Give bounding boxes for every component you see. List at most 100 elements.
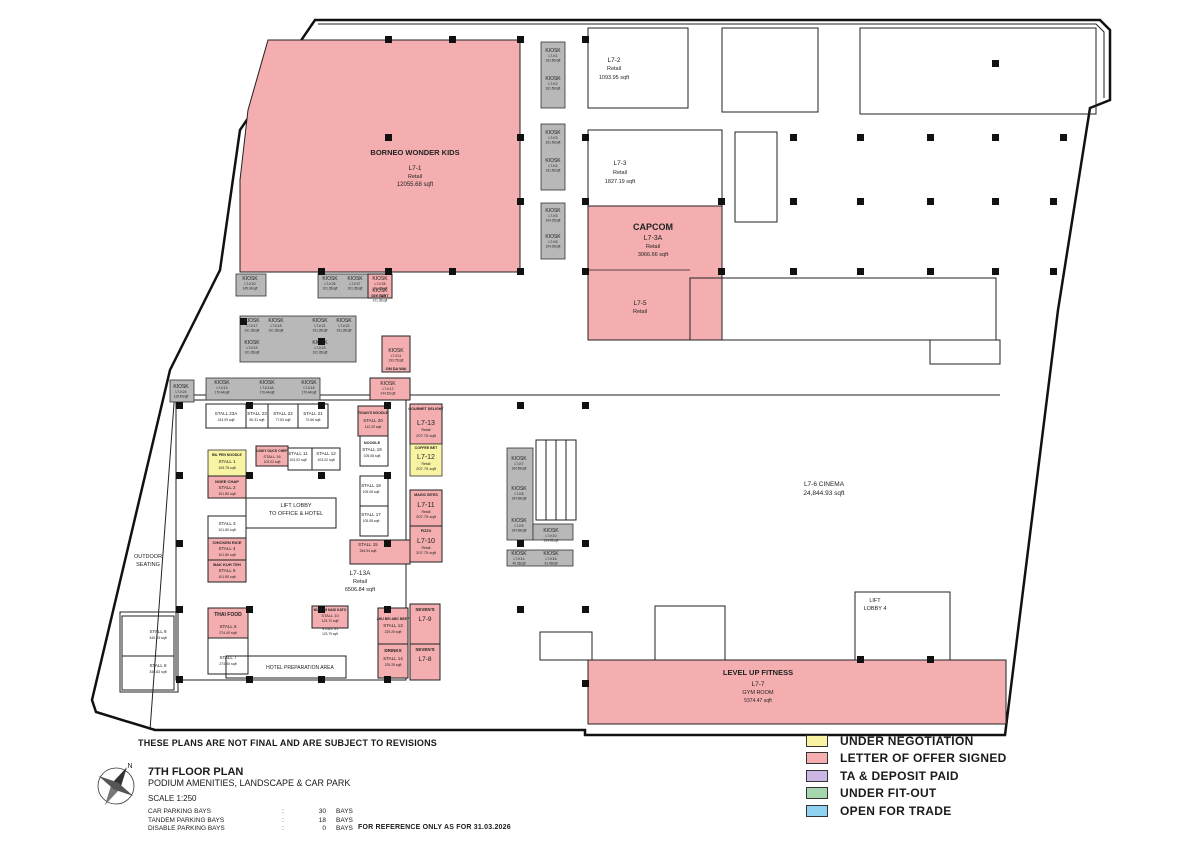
svg-text:ZHU BEI ABC BEEF: ZHU BEI ABC BEEF — [377, 617, 411, 621]
kiosk-word: KIOSK — [545, 130, 561, 136]
stall-15[interactable] — [349, 539, 411, 565]
svg-text:STALL 17: STALL 17 — [361, 512, 381, 517]
area-labels: OUTDOOR SEATING LIFT LOBBY TO OFFICE & H… — [134, 503, 886, 671]
north-arrow-icon: N — [97, 763, 135, 806]
kiosk-grid-left — [169, 273, 393, 403]
svg-text:CHICKEN RICE: CHICKEN RICE — [213, 540, 242, 545]
svg-text:STALL 2: STALL 2 — [218, 485, 236, 490]
kiosk-word: KIOSK — [259, 380, 275, 386]
kiosk-l7-k12[interactable] — [369, 377, 411, 401]
kiosk-area: 161.50sqft — [546, 87, 561, 91]
kiosk-area: 101.35sqft — [373, 287, 388, 291]
kiosk-area: 170.44sqft — [260, 391, 275, 395]
unit-l7-10[interactable] — [409, 525, 443, 563]
stall-20[interactable] — [357, 405, 389, 437]
svg-text:STALL 12: STALL 12 — [316, 451, 336, 456]
svg-text:STALL 5: STALL 5 — [218, 568, 236, 573]
kiosk-word: KIOSK — [244, 318, 260, 324]
title-block: 7TH FLOOR PLAN PODIUM AMENITIES, LANDSCA… — [148, 766, 350, 803]
kiosk-word: KIOSK — [545, 76, 561, 82]
unit-l7-9[interactable] — [409, 603, 441, 645]
unit-l7-13[interactable] — [409, 403, 443, 445]
svg-text:274.40 sqft: 274.40 sqft — [219, 662, 236, 666]
svg-text:STALL 21: STALL 21 — [303, 411, 323, 416]
svg-text:3066.66 sqft: 3066.66 sqft — [638, 252, 669, 258]
stall-14[interactable] — [377, 643, 409, 679]
svg-text:1827.19 sqft: 1827.19 sqft — [605, 179, 636, 185]
svg-text:Retail: Retail — [422, 546, 431, 550]
unit-l7-12[interactable] — [409, 443, 443, 477]
svg-text:Retail: Retail — [422, 462, 431, 466]
kiosk-code: L7-K28 — [375, 282, 386, 286]
stall-1[interactable] — [207, 449, 247, 477]
kiosk-word: KIOSK — [336, 318, 352, 324]
svg-text:STALL 8: STALL 8 — [149, 663, 167, 668]
kiosk-l7-k11[interactable] — [381, 335, 411, 373]
kiosk-area: 170.44sqft — [215, 391, 230, 395]
svg-text:229.25 sqft: 229.25 sqft — [385, 663, 402, 667]
kiosk-code: L7-K17 — [247, 324, 258, 328]
svg-text:BORNEO WONDER KIDS: BORNEO WONDER KIDS — [370, 148, 459, 157]
svg-text:STALL 11: STALL 11 — [288, 451, 308, 456]
kiosk-code: L7-K4 — [548, 164, 557, 168]
stall-5[interactable] — [207, 559, 247, 583]
svg-text:STALL 16: STALL 16 — [263, 454, 281, 459]
svg-text:80.31 sqft: 80.31 sqft — [250, 418, 265, 422]
svg-text:STALL 3: STALL 3 — [218, 521, 236, 526]
building-outline — [90, 18, 1112, 737]
page-subtitle: PODIUM AMENITIES, LANDSCAPE & CAR PARK — [148, 778, 351, 788]
svg-text:105.78 sqft: 105.78 sqft — [218, 466, 235, 470]
svg-text:L7-5: L7-5 — [633, 300, 646, 307]
stall-2[interactable] — [207, 475, 247, 499]
kiosk-code: L7-K1 — [548, 54, 557, 58]
kiosk-word: KIOSK — [372, 288, 388, 294]
kiosk-grid-center — [506, 447, 574, 567]
unit-l7-8[interactable] — [409, 643, 441, 681]
svg-text:105.08 sqft: 105.08 sqft — [364, 454, 381, 458]
kiosk-code: L7-K7 — [514, 462, 523, 466]
label-food-units: GOURMET DELIGHT L7-13 Retail 207.75 sqft… — [408, 407, 444, 663]
kiosk-code: L7-K2 — [548, 82, 557, 86]
svg-text:264.94 sqft: 264.94 sqft — [360, 549, 377, 553]
unit-l7-7[interactable] — [587, 659, 1007, 725]
svg-text:NOODLE: NOODLE — [364, 441, 381, 445]
svg-text:101.80 sqft: 101.80 sqft — [218, 492, 235, 496]
svg-text:101.80 sqft: 101.80 sqft — [218, 553, 235, 557]
kiosk-word: KIOSK — [545, 208, 561, 214]
kiosk-area: 91.49sqft — [544, 562, 557, 566]
svg-text:STALL 9: STALL 9 — [149, 629, 167, 634]
svg-text:L7-3A: L7-3A — [644, 235, 663, 242]
kiosk-word: KIOSK — [312, 340, 328, 346]
svg-text:Retail: Retail — [408, 174, 422, 180]
kiosk-area: 161.50sqft — [546, 59, 561, 63]
